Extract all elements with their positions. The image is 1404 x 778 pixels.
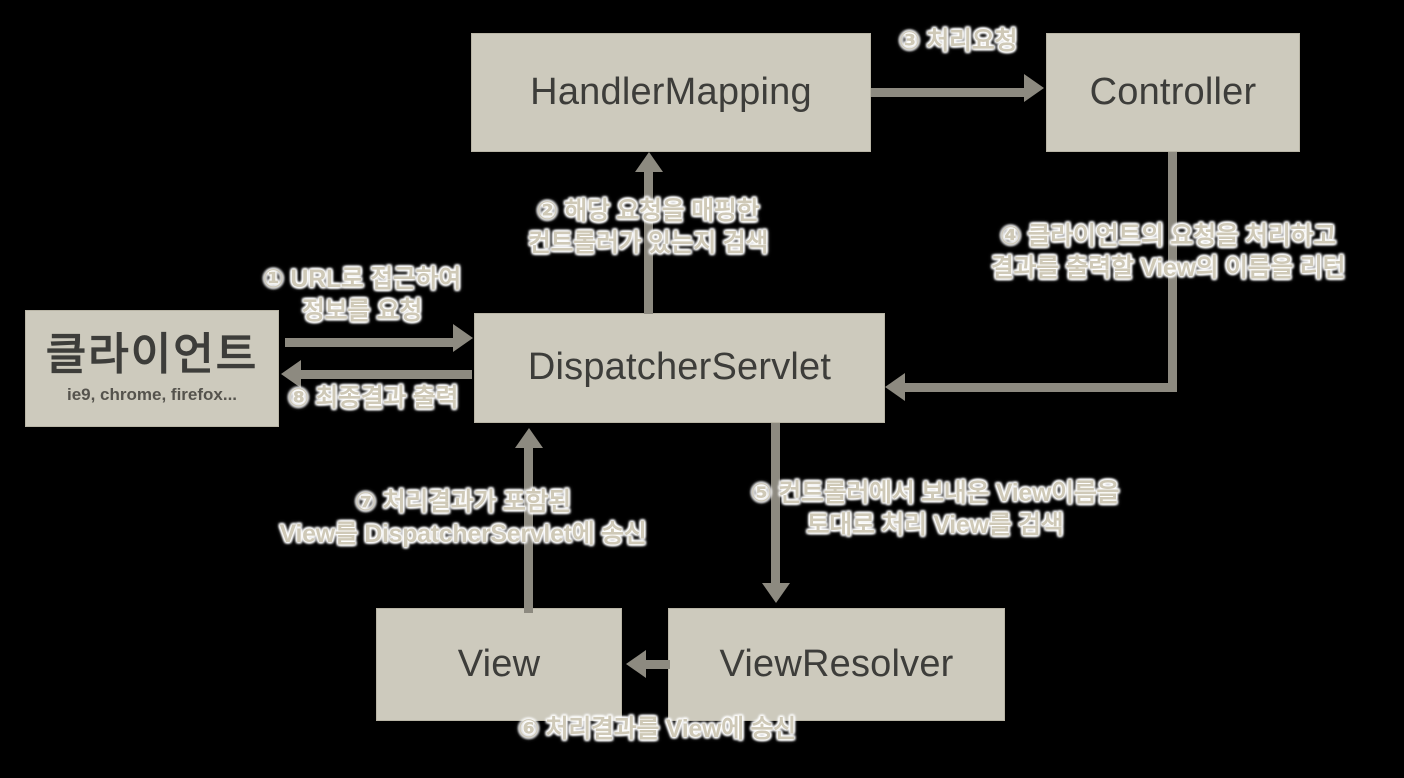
step-label-2: ② 해당 요청을 매핑한 컨트롤러가 있는지 검색 <box>488 196 808 259</box>
connector-7-view-to-dispatcher <box>524 445 533 613</box>
node-handler-mapping-label: HandlerMapping <box>530 70 812 113</box>
arrowhead-7-up <box>515 428 543 448</box>
connector-8-dispatcher-to-client <box>300 370 472 379</box>
arrowhead-4-left <box>885 373 905 401</box>
step-label-3-line1: ③ 처리요청 <box>898 27 1018 55</box>
node-view-resolver-label: ViewResolver <box>719 642 954 685</box>
node-dispatcher-servlet-label: DispatcherServlet <box>527 346 832 389</box>
step-label-6: ⑥ 처리결과를 View에 송신 <box>477 714 837 746</box>
node-view[interactable]: View <box>376 608 622 721</box>
node-dispatcher-servlet[interactable]: DispatcherServlet <box>474 313 885 423</box>
node-client-subtitle: ie9, chrome, firefox... <box>66 384 238 404</box>
step-label-7-line1: ⑦ 처리결과가 포함된 <box>355 488 571 516</box>
connector-4-controller-down <box>1168 152 1177 392</box>
step-label-5-line2: 토대로 처리 View를 검색 <box>806 510 1064 539</box>
step-label-3: ③ 처리요청 <box>878 26 1038 58</box>
node-client[interactable]: 클라이언트 ie9, chrome, firefox... <box>25 310 279 427</box>
arrowhead-6-left <box>626 650 646 678</box>
step-label-4-line2: 결과를 출력할 View의 이름을 리턴 <box>990 253 1346 282</box>
step-label-1-line2: 정보를 요청 <box>301 296 423 325</box>
arrowhead-2-up <box>635 152 663 172</box>
arrowhead-1-right <box>453 324 473 352</box>
step-label-5: ⑤ 컨트롤러에서 보내온 View이름을 토대로 처리 View를 검색 <box>700 478 1170 541</box>
node-controller[interactable]: Controller <box>1046 33 1300 152</box>
step-label-1-line1: ① URL로 접근하여 <box>262 265 462 293</box>
node-view-label: View <box>457 642 541 685</box>
arrowhead-8-left <box>281 360 301 388</box>
connector-4-to-dispatcher-left <box>905 383 1177 392</box>
connector-1-client-to-dispatcher <box>285 338 455 347</box>
step-label-4: ④ 클라이언트의 요청을 처리하고 결과를 출력할 View의 이름을 리턴 <box>938 221 1398 284</box>
step-label-2-line1: ② 해당 요청을 매핑한 <box>536 197 760 225</box>
connector-5-dispatcher-to-viewresolver <box>771 423 780 586</box>
arrowhead-3-right <box>1024 74 1044 102</box>
arrowhead-5-down <box>762 583 790 603</box>
connector-6-viewresolver-to-view <box>645 660 670 669</box>
step-label-5-line1: ⑤ 컨트롤러에서 보내온 View이름을 <box>750 479 1120 507</box>
step-label-2-line2: 컨트롤러가 있는지 검색 <box>527 228 769 257</box>
node-client-label: 클라이언트 <box>45 330 259 380</box>
step-label-1: ① URL로 접근하여 정보를 요청 <box>248 264 476 327</box>
step-label-8-line1: ⑧ 최종결과 출력 <box>287 384 459 412</box>
connector-3-handlermapping-to-controller <box>871 88 1026 97</box>
node-handler-mapping[interactable]: HandlerMapping <box>471 33 871 152</box>
step-label-8: ⑧ 최종결과 출력 <box>262 383 484 415</box>
connector-2-dispatcher-to-handlermapping <box>644 170 653 314</box>
step-label-7: ⑦ 처리결과가 포함된 View를 DispatcherServlet에 송신 <box>248 487 678 550</box>
node-view-resolver[interactable]: ViewResolver <box>668 608 1005 721</box>
step-label-4-line1: ④ 클라이언트의 요청을 처리하고 <box>1000 222 1336 250</box>
node-controller-label: Controller <box>1089 70 1257 113</box>
step-label-6-line1: ⑥ 처리결과를 View에 송신 <box>518 715 796 743</box>
step-label-7-line2: View를 DispatcherServlet에 송신 <box>279 519 647 548</box>
